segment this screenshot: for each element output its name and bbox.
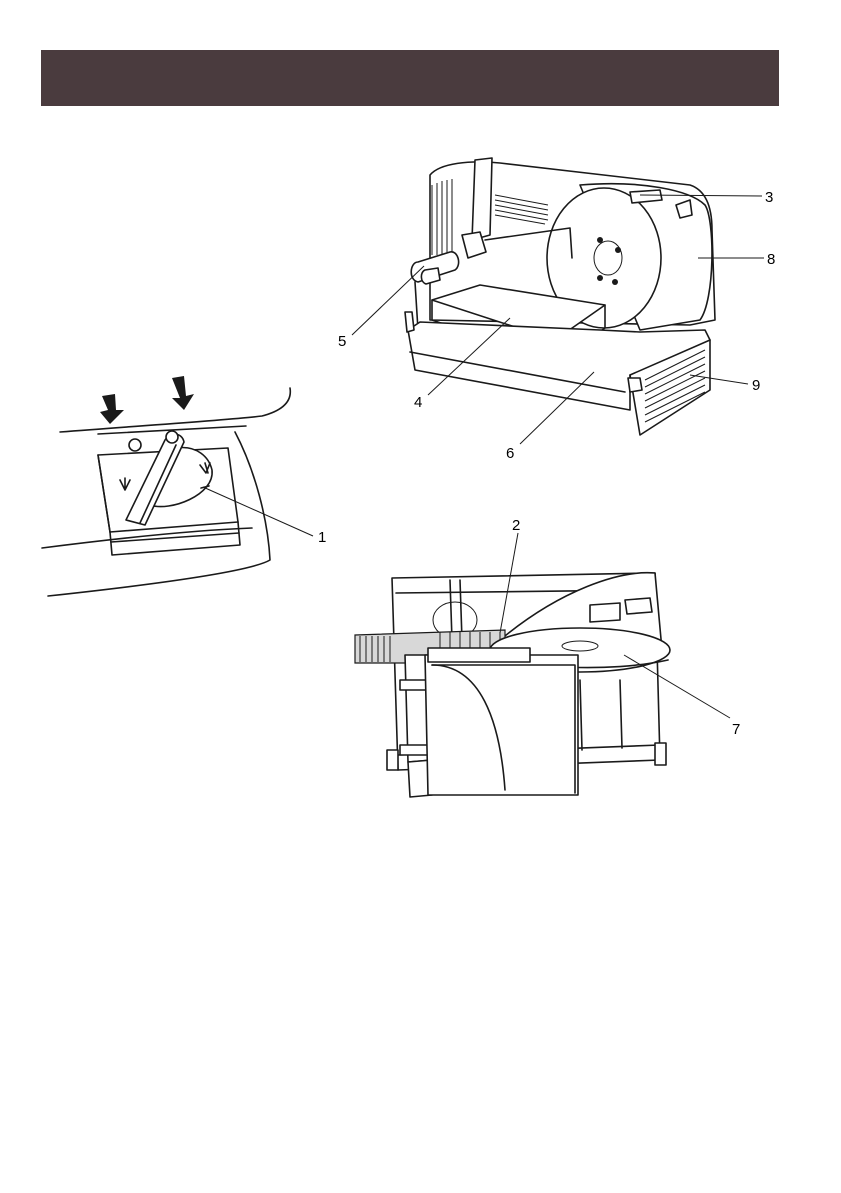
- callout-8: 8: [767, 251, 775, 268]
- switch-detail-figure: 1: [42, 376, 326, 596]
- callout-1: 1: [318, 529, 326, 546]
- callout-4: 4: [414, 394, 422, 411]
- slicer-perspective-figure: 3 8 5 4 6 9: [338, 158, 775, 462]
- callout-5: 5: [338, 333, 346, 350]
- callout-3: 3: [765, 189, 773, 206]
- slicer-top-view-figure: 2 7: [355, 517, 740, 797]
- callout-7: 7: [732, 721, 740, 738]
- callout-6: 6: [506, 445, 514, 462]
- callout-2: 2: [512, 517, 520, 534]
- callout-9: 9: [752, 377, 760, 394]
